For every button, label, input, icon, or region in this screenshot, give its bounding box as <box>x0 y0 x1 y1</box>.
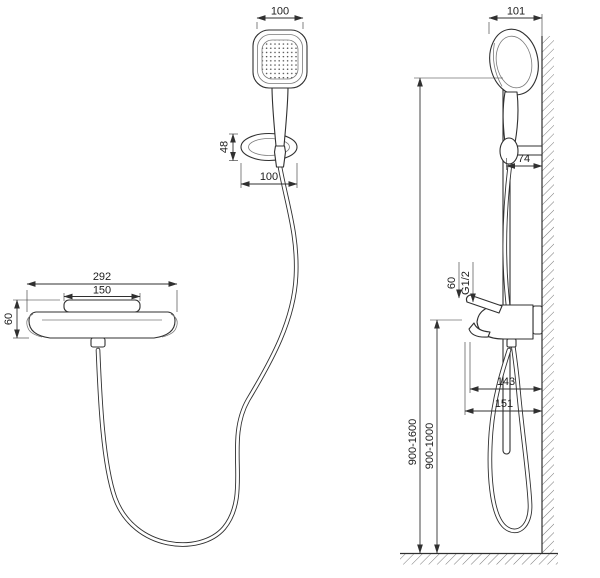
mixer-hose-outlet <box>90 337 106 348</box>
mixer-front <box>26 299 178 348</box>
dim-bar-offset: 74 <box>506 153 543 170</box>
dim-mixer-width: 292 <box>26 271 178 312</box>
dim-bar-height: 900-1600 <box>407 77 503 554</box>
wall-section <box>541 14 554 553</box>
connection-size-label: 60 <box>446 277 458 289</box>
dim-mixer-height-label: 60 <box>3 313 15 325</box>
handset-handle-front <box>271 85 289 168</box>
dim-holder-height: 48 <box>219 133 238 161</box>
holder-body <box>499 137 519 165</box>
head-ring <box>257 34 303 84</box>
wall-escutcheon <box>532 305 543 335</box>
handset-handle-side <box>502 91 519 144</box>
side-view: 101 74 60 G1/2 143 151 <box>400 6 558 565</box>
dim-reach-143: 143 <box>469 342 543 393</box>
hose-core <box>488 162 532 533</box>
dim-install-height: 900-1000 <box>424 319 462 554</box>
hose-core <box>96 165 298 546</box>
dim-handle-width-label: 150 <box>93 285 111 297</box>
hose-nut <box>273 145 287 168</box>
dim-reach-143-label: 143 <box>497 376 515 388</box>
dim-mixer-height: 60 <box>3 299 60 339</box>
shower-hose-front <box>95 164 299 547</box>
hose-outline <box>95 164 299 547</box>
dim-install-height-label: 900-1000 <box>424 423 436 470</box>
holder-cup-inner <box>248 138 290 156</box>
dim-holder-width-label: 100 <box>260 171 278 183</box>
mixer-hose-nut <box>506 338 517 348</box>
mixer-wing-right <box>161 313 178 338</box>
dim-head-width: 100 <box>256 6 304 29</box>
dim-holder-height-label: 48 <box>219 141 231 153</box>
wall-hatch <box>542 36 554 553</box>
dim-head-depth-label: 101 <box>507 6 525 18</box>
thread-size-label: G1/2 <box>460 271 472 295</box>
floor-section <box>400 552 558 565</box>
wall-holder-front <box>240 132 298 162</box>
mixer-lever <box>63 299 141 313</box>
floor-hatch <box>400 553 558 565</box>
dim-bar-height-label: 900-1600 <box>407 419 419 466</box>
shower-head-side <box>489 28 539 96</box>
dim-reach-151: 151 <box>464 342 543 415</box>
dim-head-depth: 101 <box>488 6 543 34</box>
spray-face-edge <box>492 43 503 87</box>
dim-bar-offset-label: 74 <box>518 153 530 165</box>
mixer-body <box>28 311 176 339</box>
shower-hose-side <box>487 161 533 534</box>
dim-mixer-width-label: 292 <box>93 271 111 283</box>
spray-face <box>261 39 299 80</box>
holder-cup <box>240 132 298 162</box>
handle-outline <box>502 91 519 144</box>
connection-callouts: 60 G1/2 <box>446 262 476 303</box>
front-view: 100 48 100 292 150 <box>3 6 308 547</box>
head-ring <box>495 35 533 89</box>
dim-handle-width: 150 <box>63 285 141 301</box>
dim-reach-151-label: 151 <box>495 398 513 410</box>
mixer-spout <box>468 322 491 338</box>
dim-head-width-label: 100 <box>271 6 289 18</box>
dim-holder-width: 100 <box>240 163 298 188</box>
shower-head-front <box>252 29 308 89</box>
mixer-wing-left <box>26 313 43 338</box>
